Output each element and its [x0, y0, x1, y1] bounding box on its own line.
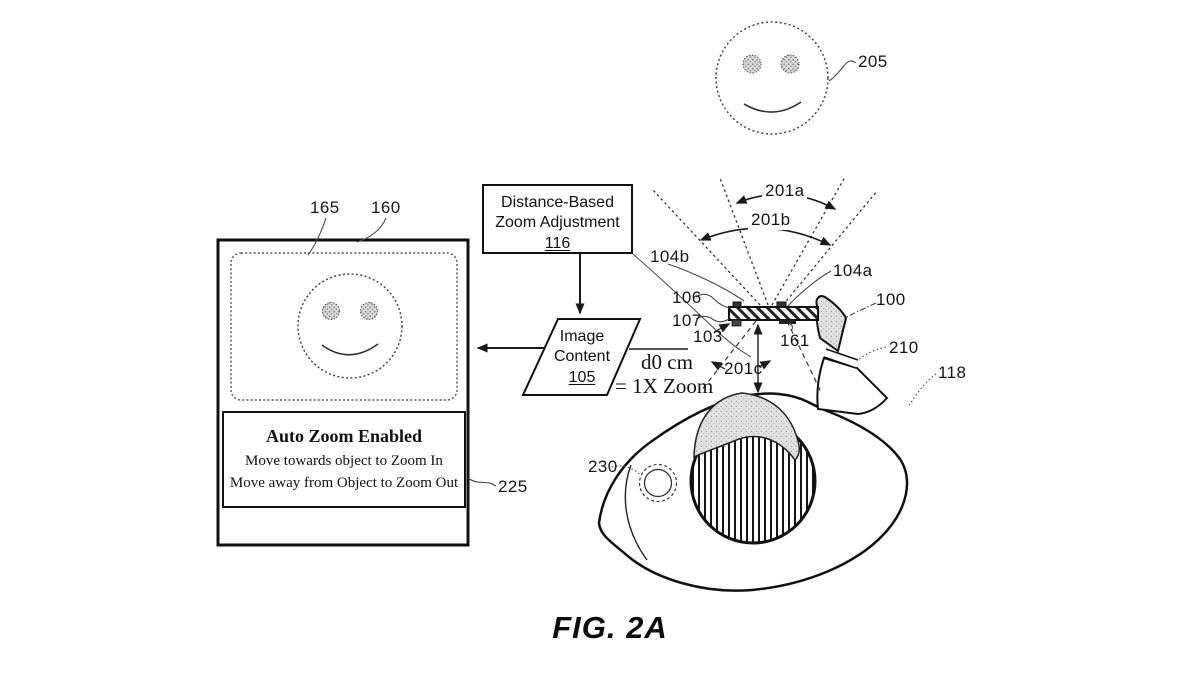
zoom-box-line2: Zoom Adjustment	[495, 214, 620, 232]
down-cone-rays	[700, 320, 822, 393]
leader-118	[908, 373, 937, 407]
stem-band-fill	[824, 349, 858, 368]
message-line2: Move away from Object to Zoom Out	[229, 474, 459, 491]
ear-sensor-ring	[638, 463, 678, 503]
ref-label-225: 225	[498, 477, 528, 496]
fov-angle-arc-201b	[699, 227, 832, 246]
message-title: Auto Zoom Enabled	[265, 426, 423, 446]
display-drawing	[216, 238, 470, 547]
ref-label-107: 107	[672, 311, 702, 330]
distance-value: d0 cm	[641, 350, 693, 374]
sensor-bar	[728, 306, 819, 321]
leader-230	[611, 465, 642, 476]
zoom-box-line1: Distance-Based	[501, 194, 614, 211]
leader-100	[844, 302, 877, 319]
auto-zoom-message: Auto Zoom Enabled Move towards object to…	[223, 412, 465, 507]
sensor-element-103	[731, 319, 742, 327]
camera-sensor-drawing	[728, 301, 819, 327]
image-content-text: Image Content 105	[542, 327, 622, 388]
leader-lines	[307, 60, 857, 487]
ref-label-160: 160	[371, 198, 401, 217]
smiley-left-eye	[322, 302, 340, 320]
ear-inner-fold	[624, 464, 648, 561]
message-body: Move towards object to Zoom In Move away…	[223, 451, 465, 495]
zoom-adjustment-box	[482, 184, 633, 254]
ear-device-drawing	[597, 295, 909, 592]
ear-sensor-circle	[643, 468, 673, 498]
zoom-level-value: = 1X Zoom	[615, 374, 714, 398]
ref-label-201c: 201c	[724, 359, 763, 378]
zoom-box-ref: 116	[544, 234, 571, 252]
stem-lower	[816, 356, 889, 416]
fov-c-arrow-right	[758, 360, 772, 370]
ref-label-201a: 201a	[762, 181, 808, 201]
ref-label-104a: 104a	[833, 261, 873, 280]
leader-box-to-distance	[632, 253, 752, 358]
image-content-line2: Content	[553, 348, 611, 366]
ref-label-165: 165	[310, 198, 340, 217]
stem-upper	[815, 295, 848, 353]
ref-label-103: 103	[693, 327, 723, 346]
stem-band-line-2	[823, 356, 857, 369]
ref-label-104b: 104b	[650, 247, 690, 266]
sensor-strip-161	[779, 320, 796, 324]
ref-label-230: 230	[588, 457, 618, 476]
earbud-housing-dome	[693, 392, 800, 462]
image-content-parallelogram	[521, 318, 642, 396]
ref-label-100: 100	[876, 290, 906, 309]
ref-label-106: 106	[672, 288, 702, 307]
image-content-ref: 105	[568, 368, 596, 386]
leader-103	[713, 323, 731, 333]
zoom-adjustment-box-text: Distance-Based Zoom Adjustment 116	[483, 193, 632, 254]
image-content-line1: Image	[559, 328, 605, 345]
person-smiley-drawing	[715, 21, 829, 135]
ref-label-201b: 201b	[748, 210, 794, 230]
message-line1: Move towards object to Zoom In	[245, 453, 443, 469]
smiley-right-eye	[360, 302, 378, 320]
ref-label-210: 210	[889, 338, 919, 357]
message-box	[222, 411, 466, 508]
stem-band-line-1	[825, 348, 859, 361]
ref-label-118: 118	[938, 363, 967, 382]
screen-content-area	[230, 252, 458, 401]
leader-210	[857, 346, 887, 361]
fov-c-arrow-left	[710, 361, 726, 371]
ref-label-161: 161	[780, 331, 810, 350]
display-smiley-drawing	[297, 273, 403, 379]
ref-label-205: 205	[858, 52, 888, 71]
figure-caption: FIG. 2A	[552, 610, 668, 645]
smiley-mouth	[321, 343, 379, 356]
